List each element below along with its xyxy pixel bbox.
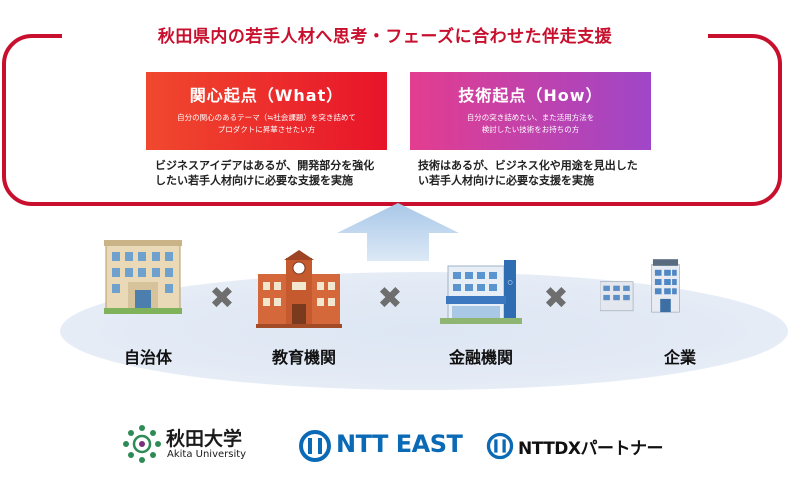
card-what-heading: 関心起点（What） bbox=[189, 86, 344, 105]
card-what-sub: 自分の関心のあるテーマ（≒社会課題）を突き詰めて プロダクトに昇華させたい方 bbox=[146, 112, 387, 136]
card-how-sub: 自分の突き詰めたい、また活用方法を 検討したい技術をお持ちの方 bbox=[410, 112, 651, 136]
card-how-sub-line: 検討したい技術をお持ちの方 bbox=[481, 125, 580, 134]
card-how-sub-line: 自分の突き詰めたい、また活用方法を bbox=[466, 113, 595, 122]
cross-icon: ✖ bbox=[209, 281, 235, 316]
card-what-sub-line: 自分の関心のあるテーマ（≒社会課題）を突き詰めて bbox=[177, 113, 356, 122]
ntt-east-logo-text: NTT EAST bbox=[336, 430, 463, 458]
org-label-company: 企業 bbox=[663, 348, 696, 367]
card-how-desc-line: い若手人材向けに必要な支援を実施 bbox=[418, 174, 594, 187]
akita-university-emblem-icon bbox=[123, 425, 161, 463]
ntt-logo-icon bbox=[299, 430, 331, 462]
city-hall-icon bbox=[104, 240, 182, 314]
card-how-description: 技術はあるが、ビジネス化や用途を見出した い若手人材向けに必要な支援を実施 bbox=[418, 158, 638, 188]
card-how: 技術起点（How） 自分の突き詰めたい、また活用方法を 検討したい技術をお持ちの… bbox=[410, 72, 651, 150]
cross-icon: ✖ bbox=[377, 281, 403, 316]
card-how-heading: 技術起点（How） bbox=[458, 86, 603, 105]
cross-icon: ✖ bbox=[543, 281, 569, 316]
company-buildings-icon bbox=[600, 259, 680, 313]
title-mask bbox=[62, 18, 708, 52]
school-building-icon bbox=[256, 250, 342, 328]
org-label-municipality: 自治体 bbox=[123, 348, 172, 367]
support-frame bbox=[2, 34, 782, 206]
card-how-desc-line: 技術はあるが、ビジネス化や用途を見出した bbox=[418, 159, 638, 172]
up-arrow-icon bbox=[337, 203, 459, 261]
bank-building-icon: ○ bbox=[440, 260, 522, 324]
card-what-desc-line: ビジネスアイデアはあるが、開発部分を強化 bbox=[155, 159, 375, 172]
org-label-education: 教育機関 bbox=[271, 348, 336, 367]
card-what: 関心起点（What） 自分の関心のあるテーマ（≒社会課題）を突き詰めて プロダク… bbox=[146, 72, 387, 150]
akita-university-logo-sub: Akita University bbox=[167, 449, 247, 460]
card-what-sub-line: プロダクトに昇華させたい方 bbox=[217, 125, 316, 134]
card-what-description: ビジネスアイデアはあるが、開発部分を強化 したい若手人材向けに必要な支援を実施 bbox=[155, 158, 374, 188]
page-title: 秋田県内の若手人材へ思考・フェーズに合わせた伴走支援 bbox=[157, 27, 613, 47]
svg-text:○: ○ bbox=[507, 279, 512, 286]
ntt-dx-logo-icon bbox=[486, 432, 514, 460]
ntt-dx-partner-logo-text: NTTDXパートナー bbox=[518, 439, 664, 459]
akita-university-logo-name: 秋田大学 bbox=[166, 428, 243, 450]
card-what-desc-line: したい若手人材向けに必要な支援を実施 bbox=[155, 174, 353, 187]
org-label-finance: 金融機関 bbox=[448, 348, 513, 367]
